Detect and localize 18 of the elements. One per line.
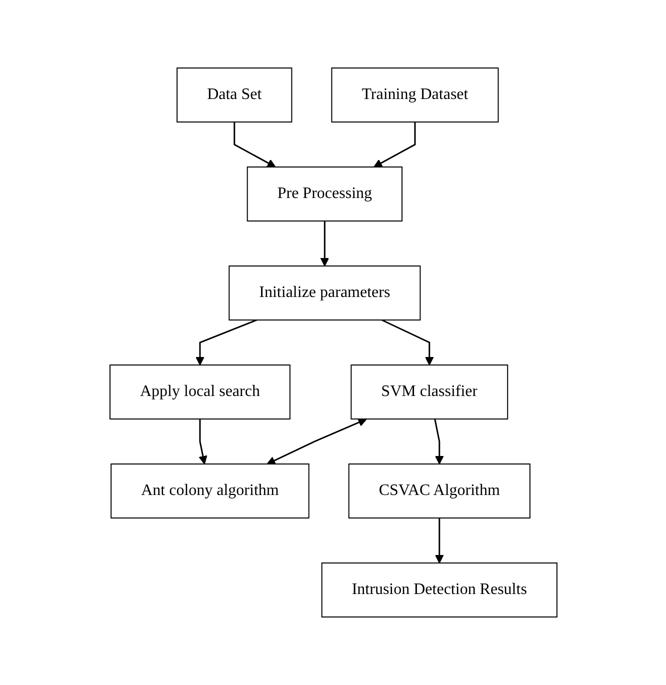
node-box: Initialize parameters <box>228 266 420 320</box>
node-box: Apply local search <box>109 364 290 420</box>
arrow <box>434 418 444 464</box>
node-box: Intrusion Detection Results <box>320 562 557 618</box>
arrow <box>266 418 366 465</box>
arrow <box>195 319 256 366</box>
arrow <box>434 518 444 564</box>
arrow <box>320 221 329 266</box>
node-box: Pre Processing <box>246 166 402 222</box>
node-box: Ant colony algorithm <box>110 464 309 518</box>
node-box: SVM classifier <box>350 364 508 420</box>
arrow <box>233 122 276 168</box>
node-box: CSVAC Algorithm <box>348 464 530 518</box>
node-box: Training Dataset <box>330 68 498 122</box>
arrow <box>198 419 207 464</box>
arrow <box>373 122 416 168</box>
node-box: Data Set <box>176 68 292 122</box>
arrow <box>381 319 434 366</box>
